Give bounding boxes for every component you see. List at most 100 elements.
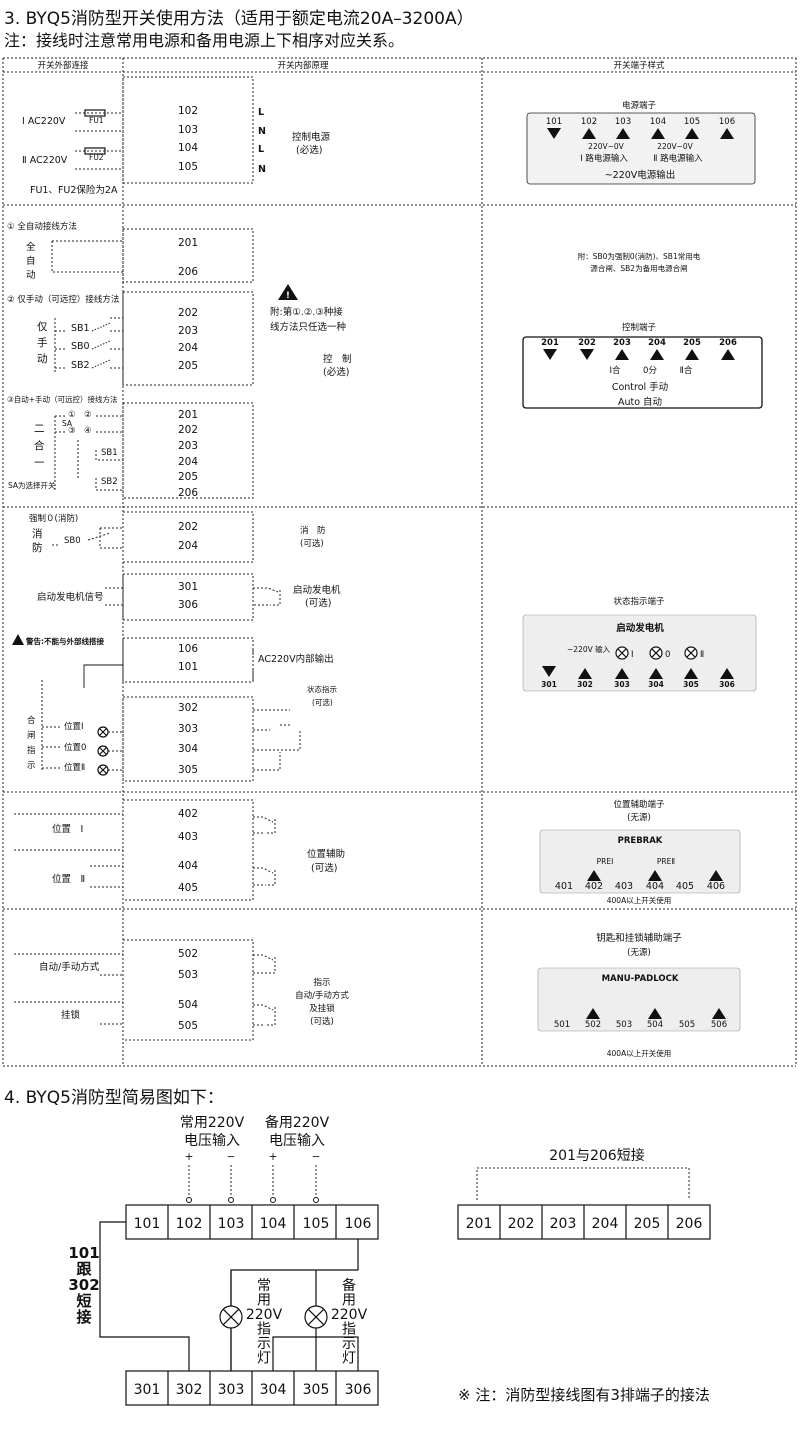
ln-3: N xyxy=(258,164,266,175)
term-502-up-icon xyxy=(586,1008,600,1019)
s1-term-102: 102 xyxy=(178,105,198,117)
wire-101-302 xyxy=(99,1221,190,1371)
status-term-305: 305 xyxy=(683,680,699,689)
terminal-block-box xyxy=(122,939,254,1041)
lock-term-503: 503 xyxy=(616,1020,632,1030)
method-2-title: ② 仅手动（可远控）接线方法 xyxy=(7,294,119,305)
lamp-2-label: Ⅱ xyxy=(700,650,704,660)
term-up-icon xyxy=(582,128,596,139)
s5-term-505: 505 xyxy=(178,1020,198,1032)
lamp2-text-1: 用 xyxy=(342,1293,356,1309)
header-external: 开关外部连接 xyxy=(37,60,89,71)
term-up-icon xyxy=(615,668,629,679)
simple-footnote: ※ 注：消防型接线图有3排端子的接法 xyxy=(458,1386,710,1404)
st-vert-2: 指 xyxy=(27,745,36,756)
fuse-note: FU1、FU2保险为2A xyxy=(30,184,118,196)
panel-gen-text: 启动发电机 xyxy=(616,622,664,634)
input-1-text: Ⅰ 路电源输入 xyxy=(580,153,628,164)
switch-SB1: SB1 xyxy=(71,323,90,334)
term-up-icon xyxy=(721,349,735,360)
ln-2: L xyxy=(258,144,264,155)
term-up-icon xyxy=(578,668,592,679)
header-terminal-style: 开关端子样式 xyxy=(613,60,665,71)
row3-term-305: 305 xyxy=(303,1382,330,1398)
sb-info-2: 源合闸、SB2为备用电源合闸 xyxy=(590,263,687,273)
sa-label: SA xyxy=(62,419,73,428)
lock-contacts xyxy=(253,954,276,1026)
terminal-block-box xyxy=(122,696,254,782)
lamp1-text-1: 用 xyxy=(257,1293,271,1309)
m1-term-206: 206 xyxy=(178,266,198,278)
aux-term-401: 401 xyxy=(555,881,573,892)
m3-vert-2: 一 xyxy=(34,457,45,469)
fire-wires xyxy=(52,527,123,549)
st-vert-1: 闸 xyxy=(27,731,36,741)
panel-in-text: ~220V 输入 xyxy=(567,644,611,654)
s4-term-402: 402 xyxy=(178,808,198,820)
control-panel xyxy=(522,336,763,409)
pin-sign-3: − xyxy=(312,1151,321,1163)
m2-vert-1: 手 xyxy=(37,336,48,349)
ctrl-term-204: 204 xyxy=(648,338,666,348)
st-pos-0: 位置Ⅰ xyxy=(64,721,84,732)
lamp2-text-3: 指 xyxy=(342,1322,356,1338)
out-term-106: 106 xyxy=(178,643,198,655)
term-201-down-icon xyxy=(543,349,557,360)
power-panel-title: 电源端子 xyxy=(622,100,657,111)
lamp1-text-4: 示 xyxy=(257,1336,271,1352)
term-506-up-icon xyxy=(712,1008,726,1019)
terminal-block-box xyxy=(122,402,254,499)
term-up-icon xyxy=(649,668,663,679)
control-panel-title: 控制端子 xyxy=(622,322,657,333)
short-wire xyxy=(476,1167,690,1200)
left-vert-0: 101 xyxy=(68,1244,99,1262)
pin-sign-0: + xyxy=(185,1151,194,1163)
fire-title: 强制０(消防) xyxy=(29,513,78,524)
sa-3: ③ xyxy=(68,426,76,436)
st-term-305: 305 xyxy=(178,764,198,776)
sa-note: SA为选择开关 xyxy=(8,480,56,490)
input-1-label: Ⅰ AC220V xyxy=(22,116,66,127)
sb2-label: SB2 xyxy=(101,477,118,487)
sa-2: ② xyxy=(84,410,92,420)
lamp2-text-0: 备 xyxy=(342,1277,356,1294)
ln-1: N xyxy=(258,126,266,137)
aux-term-406: 406 xyxy=(707,881,725,892)
warning-text: 警告:不能与外部线搭接 xyxy=(26,636,104,646)
gen-label: 启动发电机 xyxy=(293,584,341,596)
status-term-301: 301 xyxy=(541,680,557,689)
m2-vert-2: 动 xyxy=(37,353,48,365)
s4-term-403: 403 xyxy=(178,831,198,843)
pos-2: Ⅱ合 xyxy=(680,365,693,376)
m2-common xyxy=(54,318,66,372)
pos2-left: 位置 Ⅱ xyxy=(52,873,85,885)
pin-dot-icon xyxy=(313,1197,319,1203)
lock-panel-title: 钥匙和挂锁辅助端子 xyxy=(596,932,682,944)
sa-4: ④ xyxy=(84,426,92,436)
term-up-icon xyxy=(651,128,665,139)
sa-1: ① xyxy=(68,410,76,420)
st-pos-2: 位置Ⅱ xyxy=(64,762,85,773)
lamp1-text-0: 常 xyxy=(257,1278,271,1294)
terminal-block-box xyxy=(122,76,254,184)
lock-mid-0: 指示 xyxy=(313,977,330,988)
s1-term-105: 105 xyxy=(178,161,198,173)
lock-term-501: 501 xyxy=(554,1020,570,1030)
aux-panel-title: 位置辅助端子 xyxy=(613,799,665,810)
pos-1: Ⅰ合 xyxy=(609,365,621,376)
pin-sign-1: − xyxy=(227,1151,236,1163)
lamp-cross xyxy=(617,648,627,658)
in1-line1: 常用220V xyxy=(180,1115,245,1131)
pre2-text: PREⅡ xyxy=(657,857,675,866)
status-label: 状态指示 xyxy=(307,684,337,694)
m2-switch xyxy=(91,322,111,369)
m3-term-201: 201 xyxy=(178,409,198,421)
term-up-icon xyxy=(650,349,664,360)
row3-term-301: 301 xyxy=(134,1382,161,1398)
left-vert-4: 接 xyxy=(76,1308,91,1326)
left-vert-2: 302 xyxy=(68,1276,99,1294)
st-wires xyxy=(41,680,123,772)
row2-term-205: 205 xyxy=(634,1216,661,1232)
section-4-heading: 4. BYQ5消防型简易图如下： xyxy=(4,1088,224,1108)
st-internal xyxy=(253,709,301,771)
